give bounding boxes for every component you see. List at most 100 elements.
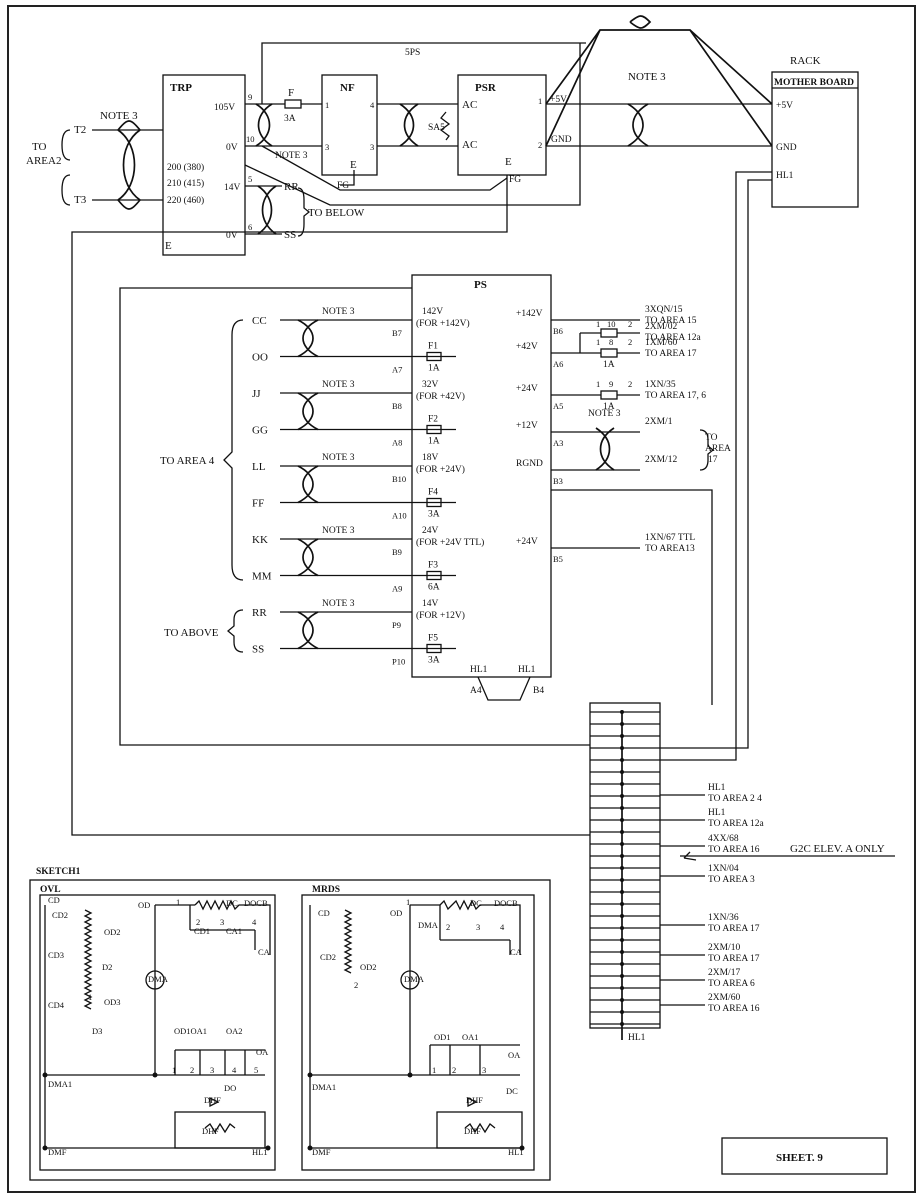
- note3-label: NOTE 3: [322, 307, 355, 317]
- 5ps-label: 5PS: [405, 48, 420, 58]
- to-area2-line2: AREA2: [26, 155, 61, 167]
- sketch-label: DHF: [204, 1095, 221, 1105]
- output-voltage: +42V: [516, 342, 538, 352]
- trp-pin-6: 6: [248, 222, 252, 232]
- psr-pin-2: 2: [538, 140, 542, 150]
- rack-motherboard: [771, 71, 859, 208]
- dest-ref: 1XM/60: [645, 338, 677, 348]
- rating-voltage: 24V: [422, 526, 439, 536]
- dest-ref: 2XM/1: [645, 417, 673, 427]
- trp-pin-5: 5: [248, 174, 252, 184]
- fuse-pin: 2: [628, 319, 632, 329]
- terminal-dest: TO AREA 17: [708, 954, 760, 964]
- g2c-note: G2C ELEV. A ONLY: [790, 843, 885, 855]
- dest-ref: 3XQN/15: [645, 305, 683, 315]
- dest-area: TO AREA 15: [645, 316, 697, 326]
- sketch-pin-num: 3: [476, 922, 480, 932]
- trp-pin-9: 9: [248, 92, 252, 102]
- ps-pin-label: B7: [392, 328, 402, 338]
- rack-pin-hl1: HL1: [776, 171, 794, 181]
- sketch-label: OA2: [226, 1026, 243, 1036]
- 5ps-wire: [261, 42, 586, 104]
- dest-area: TO AREA13: [645, 544, 695, 554]
- sketch-pin-num: 1: [406, 897, 410, 907]
- fuse-f-icon: [284, 99, 302, 109]
- fuse-icon: [600, 348, 618, 358]
- sketch-label: HL1: [508, 1147, 524, 1157]
- fuse-value: 1A: [603, 402, 615, 412]
- output-voltage: +24V: [516, 537, 538, 547]
- sketch-label: OD2: [360, 962, 377, 972]
- terminal-ref: 2XM/17: [708, 968, 740, 978]
- mrds-circuit: [307, 899, 525, 1151]
- to-area4-brace: [223, 319, 244, 581]
- terminal-ref: 1XN/36: [708, 913, 739, 923]
- sketch-label: D3: [92, 1026, 102, 1036]
- fuse-pin: 1: [596, 379, 600, 389]
- fuse-pin: 10: [607, 319, 616, 329]
- wire-label: CC: [252, 315, 267, 327]
- sketch-pin-num: 2: [196, 917, 200, 927]
- terminal-dest: TO AREA 16: [708, 1004, 760, 1014]
- note3-trp: NOTE 3: [275, 151, 308, 161]
- dest-ref: 1XN/67 TTL: [645, 533, 695, 543]
- fuse-f-label: F: [288, 87, 294, 99]
- to-area4-label: TO AREA 4: [160, 455, 215, 467]
- ps-pin-label: B6: [553, 326, 563, 336]
- sketch-label: DC: [506, 1086, 518, 1096]
- rating-purpose: (FOR +12V): [416, 610, 465, 621]
- fuse-label: F2: [428, 415, 438, 425]
- dest-ref: 2XM/02: [645, 322, 677, 332]
- twisted-pair-icon: [257, 185, 277, 235]
- sketch-label: OD1OA1: [174, 1026, 207, 1036]
- fg-label: FG: [337, 181, 349, 191]
- rating-purpose: (FOR +24V TTL): [416, 537, 484, 548]
- ovl-box: [39, 894, 276, 1171]
- nf-pin-3-left: 3: [325, 142, 329, 152]
- psr-gnd: GND: [551, 135, 572, 145]
- t2-label: T2: [74, 124, 86, 136]
- fuse-f-value: 3A: [284, 114, 296, 124]
- nf-title: NF: [340, 82, 355, 94]
- terminal-ref: 4XX/68: [708, 834, 739, 844]
- sketch-label: D2: [102, 962, 112, 972]
- wire-label: OO: [252, 352, 268, 364]
- to-below-label: TO BELOW: [308, 207, 365, 219]
- ps-pin-label: P9: [392, 620, 401, 630]
- note3-label: NOTE 3: [322, 453, 355, 463]
- fuse-label: F5: [428, 634, 438, 644]
- terminal-dest: TO AREA 12a: [708, 819, 765, 829]
- sketch-label: CD: [318, 908, 330, 918]
- sketch-label: OD3: [104, 997, 121, 1007]
- sketch-label: DO: [224, 1083, 236, 1093]
- nf-pin-4: 4: [370, 100, 375, 110]
- sketch-label: DMA1: [312, 1082, 336, 1092]
- sketch-label: DMF: [48, 1147, 67, 1157]
- sketch-pin-num: 1: [176, 897, 180, 907]
- terminal-block: [589, 702, 661, 1029]
- trp-fg-wire: [261, 145, 508, 191]
- ps-hl1-a: HL1: [470, 665, 488, 675]
- psr-fg-label: FG: [509, 175, 521, 185]
- sketch-label: HL1: [252, 1147, 268, 1157]
- twisted-pair-icon: [297, 611, 319, 650]
- to-above-label: TO ABOVE: [164, 627, 219, 639]
- trp-tap-220: 220 (460): [167, 195, 204, 206]
- sketch-label: DC: [226, 898, 238, 908]
- nf-block: [321, 74, 378, 176]
- fuse-pin: 2: [628, 379, 632, 389]
- sketch-label: OA: [256, 1047, 269, 1057]
- sketch-pin-num: 2: [452, 1065, 456, 1075]
- sketch1-section: SKETCH1 OVL: [29, 867, 551, 1181]
- note3-psr: NOTE 3: [628, 71, 666, 83]
- terminal-dest: TO AREA 2 4: [708, 794, 762, 804]
- twisted-pair-icon: [297, 392, 319, 431]
- wire-label: JJ: [252, 388, 261, 400]
